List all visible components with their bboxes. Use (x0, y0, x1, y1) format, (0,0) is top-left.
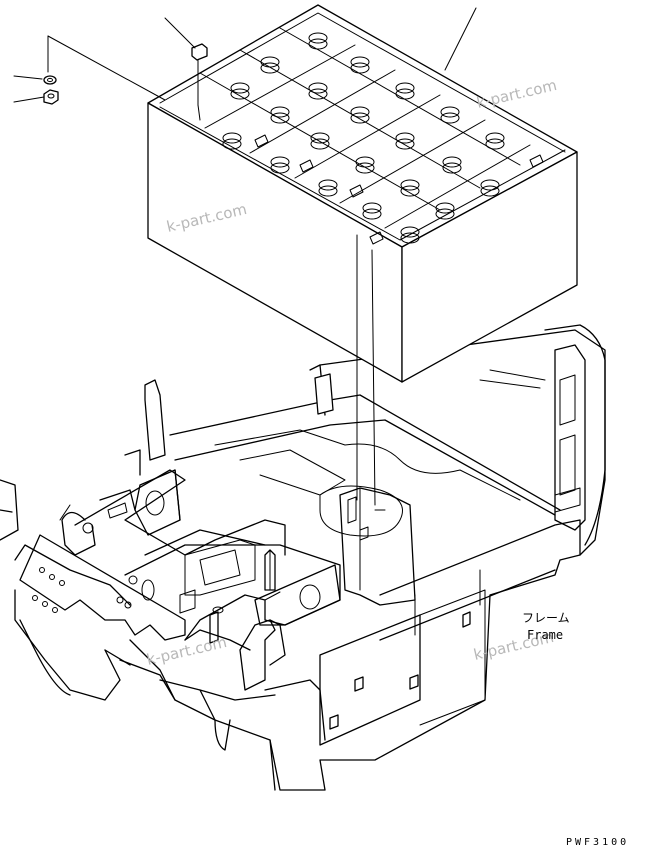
frame-label-jp: フレーム (522, 611, 570, 625)
frame-label-en: Frame (527, 628, 563, 642)
drawing-code: PWF3100 (566, 837, 629, 848)
watermark-text: k-part.com (475, 76, 559, 112)
battery-terminals (222, 32, 505, 244)
fasteners (43, 43, 208, 106)
battery (147, 4, 578, 383)
leader-lines (13, 7, 477, 506)
frame-assembly (0, 324, 606, 791)
